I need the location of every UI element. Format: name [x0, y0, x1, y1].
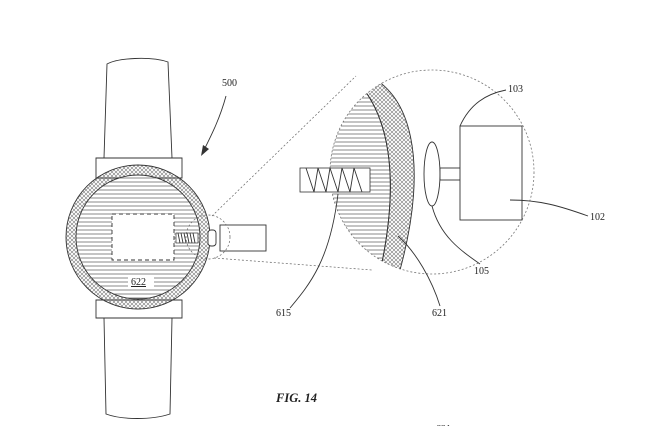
- label-105: 105: [474, 266, 489, 277]
- label-621: 621: [432, 308, 447, 319]
- lower-strap: [103, 317, 173, 419]
- small-plug: [219, 224, 267, 252]
- side-contact: [207, 229, 217, 247]
- label-103: 103: [508, 84, 523, 95]
- figure-title: FIG. 14: [275, 391, 317, 405]
- upper-lug: [95, 157, 183, 179]
- label-102: 102: [590, 212, 605, 223]
- zoom-indicator-lines: [185, 75, 373, 271]
- plug-body: [459, 125, 523, 221]
- watch-assembly: 622: [65, 57, 267, 419]
- label-partial-bottom: 621: [436, 424, 451, 426]
- coil-detail: [299, 167, 371, 193]
- internal-module: [111, 213, 175, 261]
- shaft: [439, 167, 463, 181]
- magnified-detail: [299, 69, 535, 275]
- label-615: 615: [276, 308, 291, 319]
- reference-labels: 500 103 102 105 615 621 FIG. 14 621: [201, 78, 605, 426]
- label-500: 500: [222, 78, 237, 89]
- label-622: 622: [131, 277, 146, 288]
- upper-strap: [103, 57, 173, 159]
- contact-disc: [423, 141, 441, 207]
